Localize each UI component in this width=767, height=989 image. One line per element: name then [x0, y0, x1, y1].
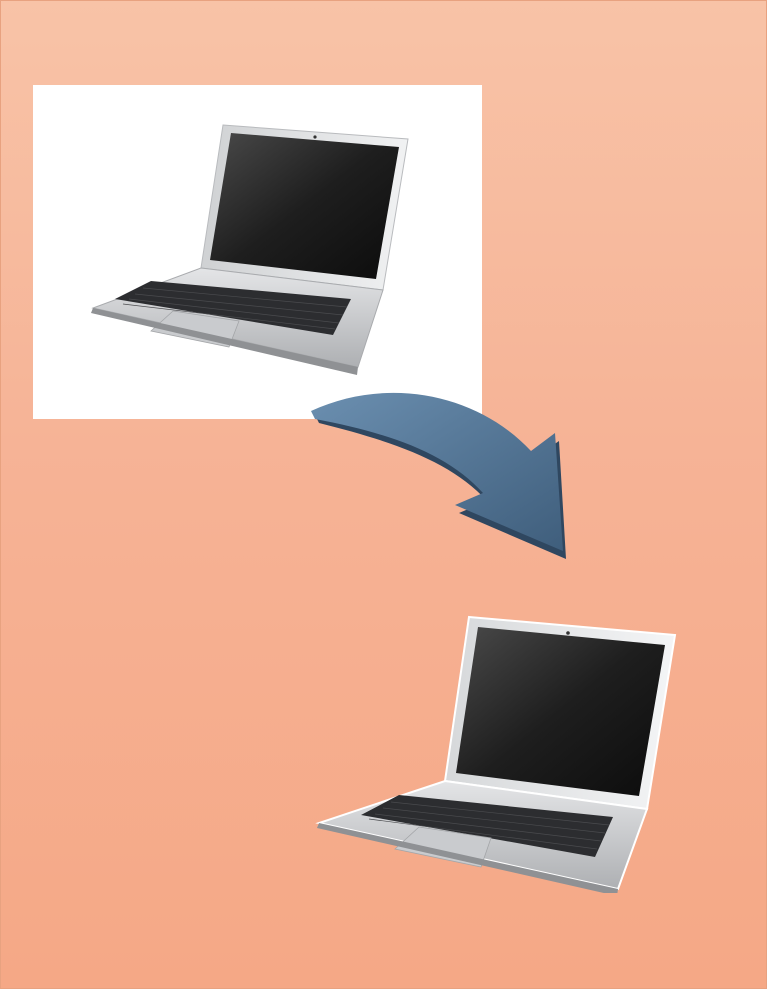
- laptop-icon: [313, 613, 683, 893]
- cutout-laptop-image: [313, 613, 683, 893]
- laptop-icon: [33, 85, 482, 419]
- conversion-arrow: [301, 371, 591, 571]
- curved-arrow-icon: [301, 371, 591, 571]
- original-laptop-photo: [33, 85, 482, 419]
